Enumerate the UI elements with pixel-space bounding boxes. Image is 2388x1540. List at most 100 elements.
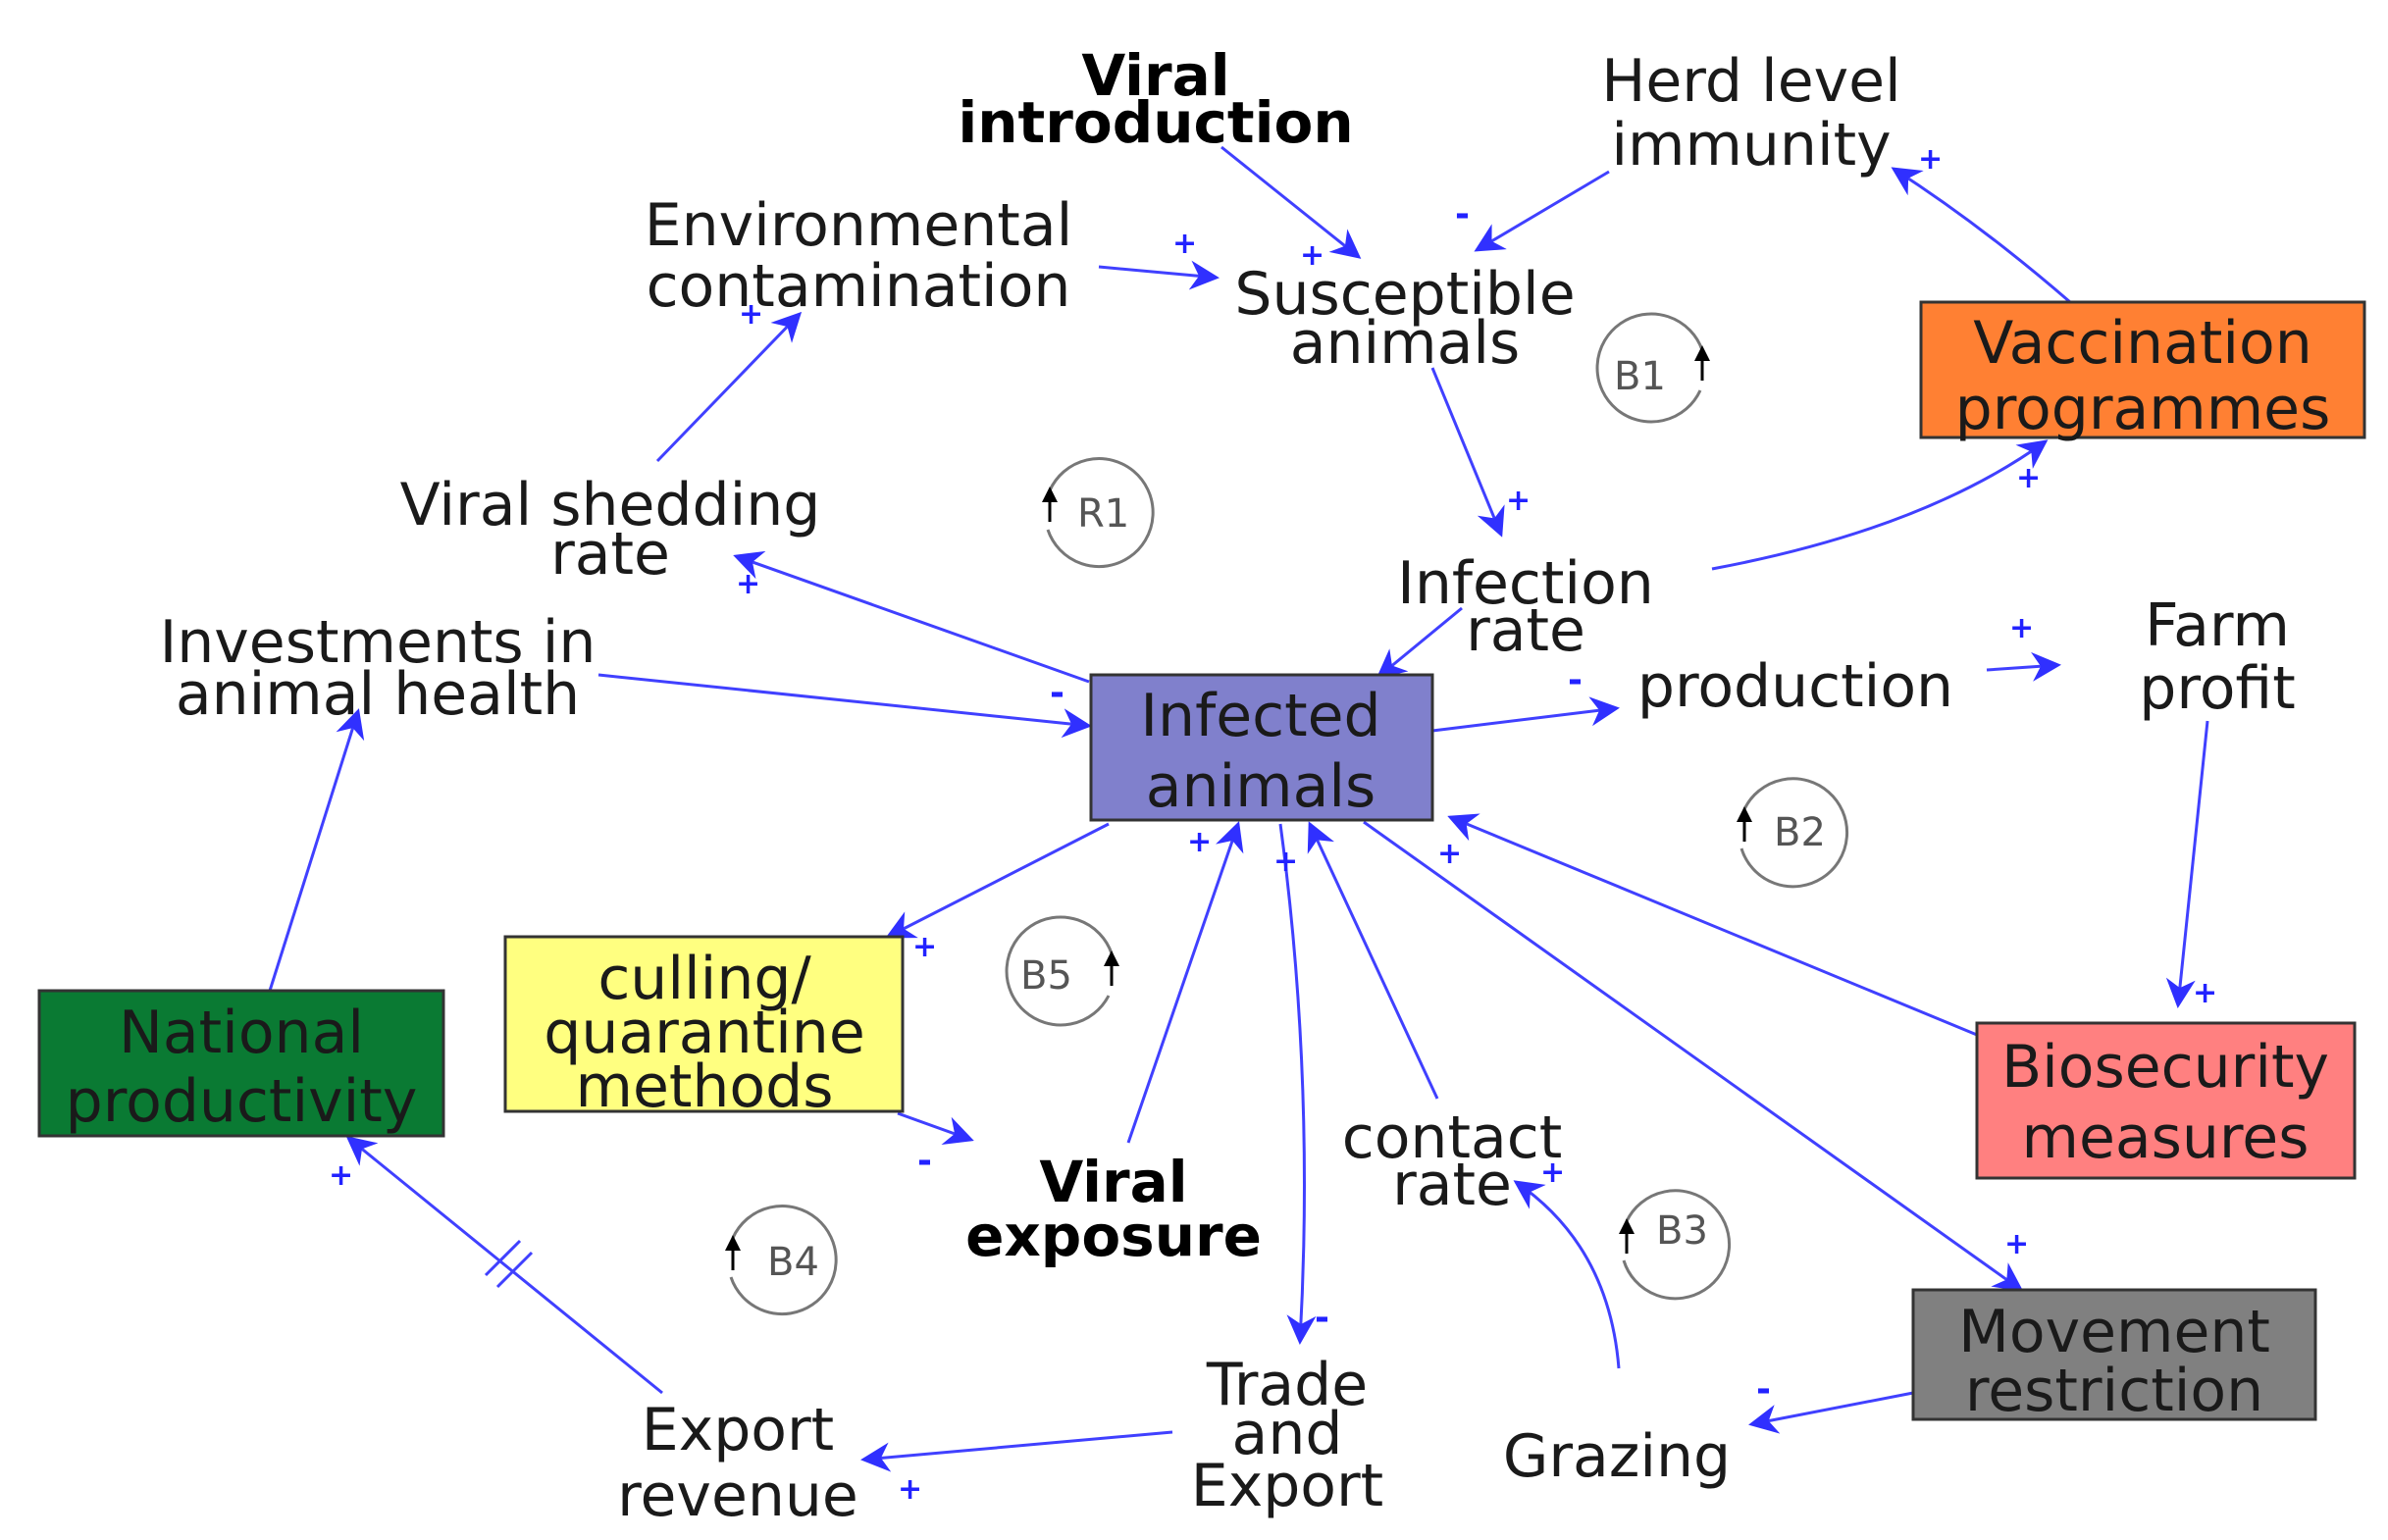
node-line: profit: [2139, 654, 2295, 723]
node-national-productivity: National productivity: [66, 999, 418, 1136]
box-biosecurity-measures: [1975, 1021, 2357, 1180]
link-production-to-farm-profit: [1986, 651, 2061, 682]
node-production: production: [1637, 652, 1953, 721]
node-line: production: [1637, 652, 1953, 721]
loop-label-b1: B1: [1614, 354, 1666, 399]
polarity-plus: +: [1437, 837, 1462, 871]
node-grazing: Grazing: [1503, 1422, 1731, 1491]
loop-r1: R1: [1042, 457, 1155, 569]
node-line: Viral: [1039, 1149, 1187, 1215]
node-herd-level-immunity: Herd level immunity: [1601, 47, 1900, 180]
polarity-plus: +: [2193, 976, 2217, 1010]
boxed-nodes: [37, 300, 2366, 1421]
link-biosecurity-to-infected: [1447, 813, 1978, 1037]
node-line: Grazing: [1503, 1422, 1731, 1491]
loop-b5: B5: [1005, 915, 1119, 1027]
link-export-revenue-to-national: [345, 1136, 663, 1395]
node-line: Export: [642, 1396, 834, 1464]
link-infected-to-production: [1431, 696, 1620, 733]
loop-label-b5: B5: [1020, 953, 1072, 999]
causal-links: [268, 145, 2209, 1472]
delay-mark: [495, 1251, 534, 1289]
node-line: Infected: [1140, 682, 1380, 750]
polarity-plus: +: [739, 297, 763, 332]
node-line: animals: [1290, 309, 1521, 378]
node-biosecurity-measures: Biosecurity measures: [2001, 1033, 2329, 1172]
box-infected-animals: [1089, 673, 1434, 822]
link-trade-to-export-revenue: [860, 1430, 1173, 1472]
node-line: contamination: [647, 252, 1071, 321]
polarity-minus: -: [1455, 194, 1470, 234]
node-line: Susceptible: [1234, 260, 1575, 329]
delay-mark: [484, 1239, 522, 1277]
polarity-minus: -: [1315, 1298, 1329, 1338]
node-trade-and-export: Trade and Export: [1191, 1351, 1383, 1520]
polarity-minus: -: [1050, 673, 1064, 713]
node-line: measures: [2022, 1104, 2310, 1172]
link-investments-to-infected: [597, 673, 1092, 739]
link-national-to-investments: [268, 708, 365, 992]
node-line: Investments in: [160, 608, 597, 677]
polarity-minus: -: [917, 1141, 932, 1181]
node-line: immunity: [1611, 111, 1891, 180]
polarity-plus: +: [2004, 1227, 2029, 1261]
link-movement-to-grazing: [1748, 1391, 1914, 1434]
node-line: rate: [1392, 1151, 1512, 1219]
node-line: revenue: [617, 1462, 858, 1530]
link-viral-introduction-to-susceptible: [1220, 145, 1362, 259]
link-farm-profit-to-biosecurity: [2165, 720, 2209, 1008]
loop-label-r1: R1: [1077, 491, 1129, 537]
node-line: restriction: [1965, 1357, 2263, 1425]
loop-b2: B2: [1737, 777, 1849, 889]
link-environmental-to-susceptible: [1098, 260, 1220, 290]
loop-b3: B3: [1619, 1189, 1732, 1301]
link-infection-rate-to-vaccination: [1711, 439, 2049, 571]
node-line: productivity: [66, 1067, 418, 1136]
node-movement-restriction: Movement restriction: [1958, 1298, 2270, 1425]
box-movement-restriction: [1911, 1288, 2317, 1421]
polarity-plus: +: [329, 1158, 353, 1193]
node-farm-profit: Farm profit: [2139, 591, 2295, 723]
node-line: rate: [1466, 596, 1585, 665]
polarity-plus: +: [912, 930, 937, 964]
link-culling-to-viral-exposure: [897, 1111, 974, 1145]
node-line: Movement: [1958, 1298, 2270, 1366]
link-infection-rate-to-infected: [1376, 606, 1463, 679]
node-line: exposure: [965, 1203, 1262, 1269]
loop-b4: B4: [725, 1205, 838, 1316]
node-line: animals: [1146, 752, 1376, 821]
polarity-minus: -: [1568, 660, 1583, 700]
polarity-plus: +: [1172, 227, 1197, 261]
node-line: Viral: [1081, 42, 1229, 109]
node-line: and: [1232, 1400, 1343, 1468]
polarity-plus: +: [898, 1472, 922, 1507]
polarity-plus: +: [1300, 238, 1324, 273]
node-labels: Viral introduction Herd level immunity E…: [66, 42, 2331, 1530]
node-line: Export: [1191, 1452, 1383, 1520]
node-line: introduction: [958, 89, 1353, 156]
node-viral-shedding-rate: Viral shedding rate: [400, 471, 821, 589]
loop-label-b4: B4: [767, 1240, 819, 1285]
polarity-plus: +: [2016, 461, 2041, 495]
node-environmental-contamination: Environmental contamination: [645, 191, 1073, 321]
link-infected-to-trade: [1278, 823, 1317, 1345]
node-line: rate: [550, 520, 670, 589]
node-line: Vaccination: [1973, 309, 2312, 378]
node-line: National: [119, 999, 364, 1067]
node-line: Herd level: [1601, 47, 1900, 116]
node-viral-exposure: Viral exposure: [965, 1149, 1262, 1269]
box-vaccination-programmes: [1919, 300, 2366, 439]
link-grazing-to-contact-rate: [1513, 1180, 1621, 1369]
node-infection-rate: Infection rate: [1397, 549, 1654, 665]
polarity-plus: +: [1918, 142, 1943, 177]
node-line: methods: [576, 1052, 834, 1121]
polarity-minus: -: [1756, 1369, 1771, 1410]
node-line: Infection: [1397, 549, 1654, 618]
node-line: Farm: [2145, 591, 2290, 660]
polarity-plus: +: [2009, 611, 2034, 645]
loop-label-b3: B3: [1656, 1208, 1708, 1254]
node-culling-quarantine-methods: culling/ quarantine methods: [544, 945, 864, 1121]
loop-label-b2: B2: [1774, 810, 1826, 855]
node-investments-animal-health: Investments in animal health: [160, 608, 597, 729]
